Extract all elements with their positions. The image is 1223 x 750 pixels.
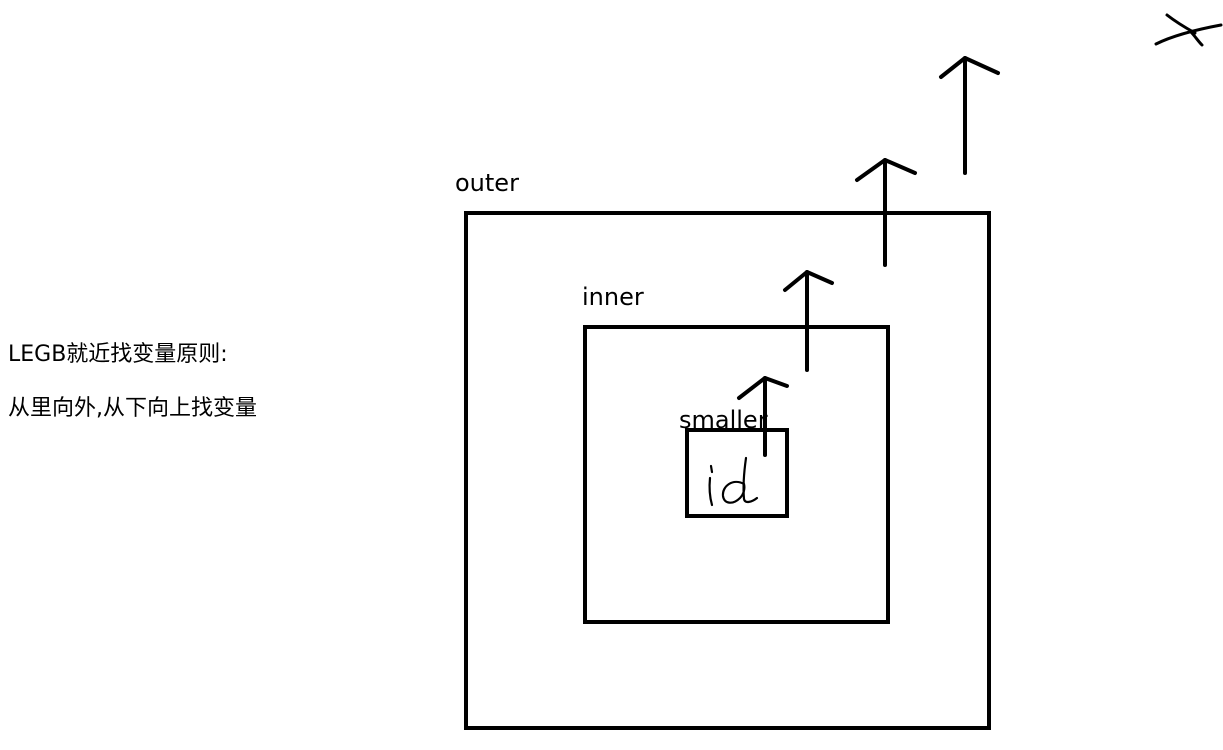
- legb-note-line-1: LEGB就近找变量原则:: [8, 342, 228, 367]
- arrow-2: [783, 270, 834, 372]
- inner-scope-box: [583, 325, 890, 624]
- legb-note: LEGB就近找变量原则: 从里向外,从下向上找变量: [8, 344, 257, 420]
- smaller-scope-label: smaller: [679, 406, 768, 434]
- outer-scope-label: outer: [455, 169, 519, 197]
- arrow-4: [939, 56, 1000, 175]
- lookup-arrows: [737, 56, 1000, 457]
- smaller-scope-box: [685, 428, 789, 518]
- id-handwriting: [708, 456, 759, 507]
- arrow-3: [855, 158, 917, 267]
- inner-scope-label: inner: [582, 283, 644, 311]
- arrow-1: [737, 376, 789, 457]
- outer-scope-box: [464, 211, 991, 730]
- legb-note-line-2: 从里向外,从下向上找变量: [8, 396, 257, 421]
- scribble-mark: [1154, 13, 1223, 47]
